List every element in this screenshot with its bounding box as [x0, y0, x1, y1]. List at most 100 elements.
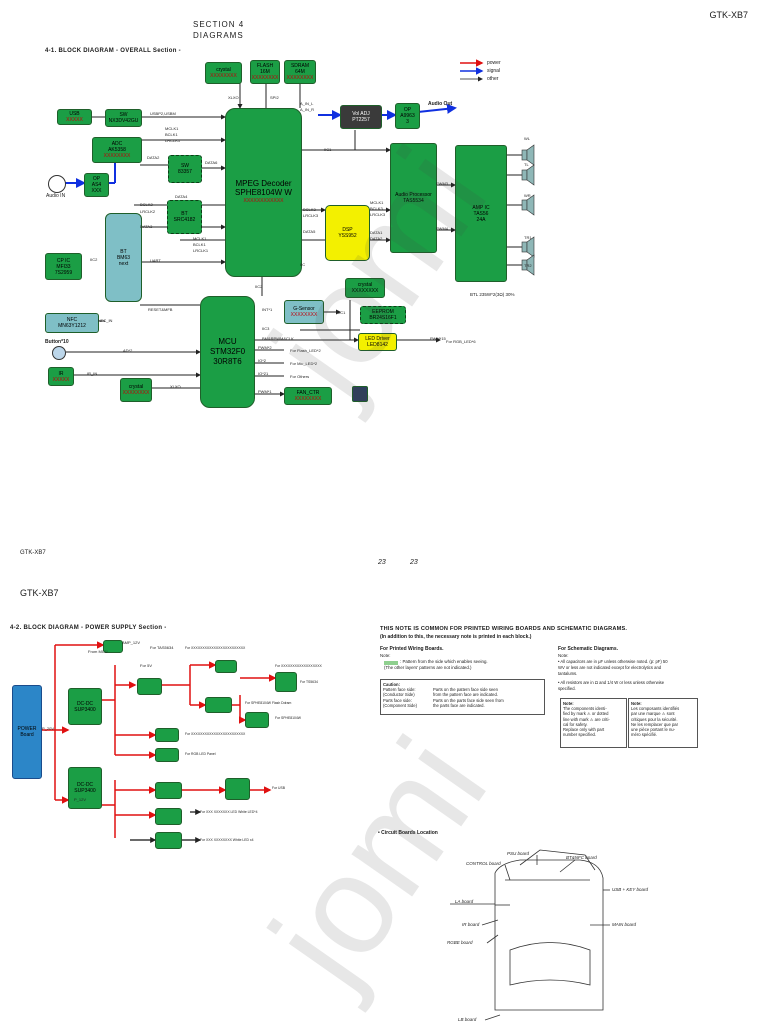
power-label: For SPHE8104W Flash Ddram	[245, 701, 292, 705]
signal-label: PWM3	[436, 181, 448, 186]
signal-label: BCLK1	[193, 242, 206, 247]
block-label: CP IC	[56, 257, 71, 264]
block-label: LED Driver	[365, 336, 390, 342]
block-sub: 30R8T6	[213, 357, 242, 366]
signal-label: IIC2	[255, 284, 263, 289]
note-en-line: Replace only with part	[563, 727, 605, 733]
caution-cell: Parts face side:	[383, 697, 412, 703]
signal-label: AD*2	[123, 348, 133, 353]
section-number: SECTION 4	[193, 20, 245, 29]
signal-label: BCLK3	[303, 207, 316, 212]
board-label-control: CONTROL board	[466, 861, 501, 866]
block-label: USB	[69, 111, 80, 117]
signal-label: IIC	[300, 262, 306, 267]
audio-out-label: Audio Out	[428, 101, 453, 107]
block-part: SUP3400	[74, 788, 96, 794]
speaker-tr2-label: TR2	[524, 263, 532, 268]
signal-label: MCLK1	[193, 236, 207, 241]
signal-label: MCLK1	[165, 126, 179, 131]
block-part: AS4	[91, 182, 102, 188]
section-heading: SECTION 4 DIAGRAMS	[193, 19, 244, 41]
block-label: crystal	[128, 384, 144, 390]
block-label: SDRAM	[290, 63, 310, 69]
caution-row: Pattern face side:Parts on the pattern f…	[383, 687, 542, 692]
signal-label: DATA3	[140, 224, 153, 229]
model-header: GTK-XB7	[709, 10, 748, 20]
nfc-block: NFC MN63Y1212	[45, 313, 99, 333]
fan-ctr-block: FAN_CTR XXXXXXXX	[284, 387, 332, 405]
power-title: 4-2. BLOCK DIAGRAM - POWER SUPPLY Sectio…	[10, 625, 167, 631]
dcdc-block-5	[155, 832, 182, 849]
signal-label: IO*2	[258, 358, 267, 363]
board-label-usbkey: USB + KEY board	[612, 887, 649, 892]
note-fr-line: critiques pour la sécurité.	[631, 716, 678, 722]
power-label: For TS5634	[300, 680, 318, 684]
dcdc-block-1: DC-DC SUP3400	[68, 688, 102, 725]
caution-row: (Conductor Side)from the pattern face ar…	[383, 692, 542, 697]
ldo-block	[155, 728, 179, 742]
caution-cell: (Component Side)	[383, 702, 417, 708]
block-sub: 24A	[476, 216, 486, 223]
usb-power-block	[225, 778, 250, 800]
note-fr-line: Ne les remplacer que par	[631, 721, 679, 727]
block-label: AMP IC	[472, 204, 490, 211]
ldo-block	[155, 748, 179, 762]
block-label: FLASH	[256, 63, 274, 69]
signal-label: DATA1	[370, 230, 383, 235]
caution-cell: Parts on the pattern face side seen	[433, 687, 498, 693]
block-label: DSP	[342, 227, 353, 233]
caution-cell: from the pattern face are indicated.	[433, 692, 498, 698]
block-label: SW	[119, 112, 128, 118]
signal-label: BCLK1	[165, 132, 178, 137]
block-part: MFI33	[56, 263, 71, 270]
pattern-swatch-icon	[384, 661, 398, 665]
sch-title: For Schematic Diagrams.	[558, 646, 619, 652]
speaker-tl-label: TL	[524, 162, 529, 167]
power-label: For USB	[272, 786, 285, 790]
crystal-block-2: crystal XXXXXXXX	[345, 278, 385, 298]
signal-label: SPI2	[270, 95, 279, 100]
note-en-line: fied by mark ⚠ or dotted	[563, 711, 609, 717]
block-label: EEPROM	[372, 309, 394, 315]
fan-icon	[352, 386, 368, 402]
speaker-tr1-label: TR1	[524, 235, 532, 240]
signal-label: LRCLK2	[140, 209, 156, 214]
block-label: IR	[58, 370, 64, 377]
second-model-header: GTK-XB7	[20, 588, 59, 598]
power-label: For XXX XXXXXXX LED White LED*4	[200, 810, 258, 814]
power-label: For 5V	[140, 663, 153, 668]
caution-row: (Component Side)the parts face are indic…	[383, 703, 542, 708]
block-label: crystal	[216, 67, 231, 73]
block-sub: 64M	[295, 69, 305, 75]
bt-module-block: BT BM63 next	[105, 213, 142, 302]
block-part: XXXXX	[66, 117, 83, 123]
block-label: G-Sensor	[293, 306, 315, 312]
block-label: crystal	[357, 282, 373, 288]
block-label: ADC	[111, 141, 123, 147]
button-label: Button*10	[45, 339, 69, 345]
crystal-block-1: crystal XXXXXXXX	[205, 62, 242, 84]
signal-label: MCLK1	[370, 200, 384, 205]
block-sub: 7S2959	[54, 269, 73, 276]
block-part: BM63	[116, 254, 131, 261]
signal-label: For Mic_LED*2	[290, 361, 318, 366]
signal-label: DATA4	[175, 194, 188, 199]
sdram-block: SDRAM 64M XXXXXXXX	[284, 60, 316, 84]
power-label: For RGB LED Panel	[185, 752, 216, 756]
sch-note: Note:	[558, 653, 569, 658]
block-label: OP	[92, 176, 101, 182]
block-label: FAN_CTR	[296, 390, 320, 396]
signal-label: BCLK2	[140, 202, 153, 207]
signal-label: DATA2	[147, 155, 160, 160]
footer-model: GTK-XB7	[20, 550, 46, 556]
board-label-la: LA board	[455, 899, 474, 904]
ldo-block	[245, 712, 269, 728]
power-label: For XXXXXXXXXXXXXXXXXXXXXXXX	[185, 732, 246, 736]
block-part: XXXXXXXX	[290, 312, 318, 318]
power-board-block: POWER Board	[12, 685, 42, 779]
note-fr-title: Note:	[631, 701, 642, 706]
block-part: STM32F0	[209, 347, 246, 356]
signal-label: A_IN_R	[300, 107, 315, 112]
power-label: For SPHE8104W	[275, 716, 302, 720]
power-label: For XXX XXXXXXXX White LED x4	[200, 838, 254, 842]
